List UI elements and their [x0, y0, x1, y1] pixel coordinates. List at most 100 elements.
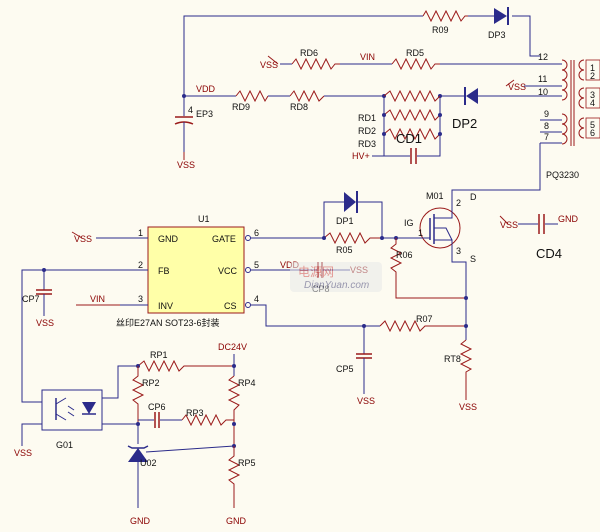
optocoupler-g01: G01 VSS — [14, 365, 139, 458]
capacitor-cd1: CD1 HV+ — [352, 131, 441, 164]
svg-text:RD1: RD1 — [358, 113, 376, 123]
svg-text:CD4: CD4 — [536, 246, 562, 261]
svg-text:VSS: VSS — [74, 234, 92, 244]
svg-text:VSS: VSS — [36, 318, 54, 328]
svg-text:INV: INV — [158, 301, 173, 311]
svg-text:HV+: HV+ — [352, 151, 370, 161]
svg-text:3: 3 — [590, 90, 595, 100]
svg-text:FB: FB — [158, 266, 170, 276]
diode-dp2: DP2 — [440, 87, 540, 131]
svg-text:电源网: 电源网 — [298, 265, 334, 279]
svg-text:4: 4 — [590, 98, 595, 108]
ic-u1: U1 GND FB INV GATE VCC CS 1 2 3 6 5 4 丝印… — [116, 214, 259, 328]
svg-text:VSS: VSS — [177, 160, 195, 170]
svg-text:RD2: RD2 — [358, 126, 376, 136]
svg-text:G01: G01 — [56, 440, 73, 450]
svg-text:RD5: RD5 — [406, 48, 424, 58]
svg-text:GND: GND — [130, 516, 151, 526]
svg-text:丝印E27AN SOT23-6封装: 丝印E27AN SOT23-6封装 — [116, 317, 220, 328]
svg-text:1: 1 — [590, 63, 595, 73]
svg-text:5: 5 — [590, 120, 595, 130]
resistor-rp2: RP2 — [131, 366, 160, 424]
svg-text:R06: R06 — [396, 250, 413, 260]
svg-text:S: S — [470, 254, 476, 264]
svg-text:U1: U1 — [198, 214, 210, 224]
svg-text:GND: GND — [158, 234, 179, 244]
svg-text:D: D — [470, 192, 477, 202]
svg-text:4: 4 — [188, 105, 193, 115]
svg-text:M01: M01 — [426, 191, 444, 201]
svg-text:RP2: RP2 — [142, 378, 160, 388]
cs-network: R07 VSS CP5 RT8 VSS — [251, 298, 477, 412]
svg-text:CD1: CD1 — [396, 131, 422, 146]
svg-text:VSS: VSS — [260, 60, 278, 70]
svg-text:EP3: EP3 — [196, 109, 213, 119]
svg-text:2: 2 — [590, 71, 595, 81]
svg-text:2: 2 — [456, 198, 461, 208]
svg-text:DP3: DP3 — [488, 30, 506, 40]
capacitor-cd4: VSS GND CD4 — [499, 214, 579, 261]
svg-text:CP6: CP6 — [148, 402, 166, 412]
svg-text:VSS: VSS — [459, 402, 477, 412]
svg-text:10: 10 — [538, 87, 548, 97]
svg-text:R07: R07 — [416, 314, 433, 324]
svg-text:RP1: RP1 — [150, 350, 168, 360]
svg-text:DP2: DP2 — [452, 116, 477, 131]
svg-text:GATE: GATE — [212, 234, 236, 244]
transformer-pq3230: 12 11 VSS 10 9 8 7 1 2 3 4 5 6 PQ3230 — [486, 52, 600, 191]
svg-text:DP1: DP1 — [336, 216, 354, 226]
svg-text:RD3: RD3 — [358, 139, 376, 149]
regulator-u02: U02 GND — [127, 424, 235, 526]
svg-text:9: 9 — [544, 109, 549, 119]
svg-text:CS: CS — [224, 301, 237, 311]
watermark-logo: 电源网 DianYuan.com — [290, 262, 382, 292]
resistor-r09: R09 — [422, 9, 468, 35]
svg-text:5: 5 — [254, 260, 259, 270]
svg-text:3: 3 — [456, 246, 461, 256]
diode-dp3: DP3 — [488, 7, 509, 40]
svg-text:VDD: VDD — [280, 260, 300, 270]
svg-text:GND: GND — [226, 516, 247, 526]
svg-text:RP3: RP3 — [186, 408, 204, 418]
svg-text:IG: IG — [404, 218, 414, 228]
svg-text:4: 4 — [254, 294, 259, 304]
svg-text:6: 6 — [590, 128, 595, 138]
gate-network: DP1 R05 IG R06 — [251, 191, 466, 299]
svg-text:RD8: RD8 — [290, 102, 308, 112]
mosfet-m01: M01 1 2 3 D S — [408, 189, 486, 300]
svg-text:RD6: RD6 — [300, 48, 318, 58]
svg-text:RP5: RP5 — [238, 458, 256, 468]
svg-text:CP7: CP7 — [22, 294, 40, 304]
svg-text:DC24V: DC24V — [218, 342, 247, 352]
svg-text:VCC: VCC — [218, 266, 238, 276]
resistor-rp3: RP3 — [181, 408, 234, 427]
svg-text:RP4: RP4 — [238, 378, 256, 388]
svg-text:VSS: VSS — [508, 82, 526, 92]
svg-text:VIN: VIN — [360, 52, 375, 62]
svg-text:6: 6 — [254, 228, 259, 238]
svg-text:VSS: VSS — [357, 396, 375, 406]
svg-text:7: 7 — [544, 132, 549, 142]
svg-text:2: 2 — [138, 260, 143, 270]
svg-text:DianYuan.com: DianYuan.com — [304, 280, 369, 291]
resistor-rp4: RP4 — [227, 375, 256, 448]
resistor-rp5: RP5 GND — [226, 446, 256, 526]
resistor-rp1: RP1 DC24V — [136, 342, 247, 376]
svg-text:3: 3 — [138, 294, 143, 304]
svg-text:R09: R09 — [432, 25, 449, 35]
svg-text:GND: GND — [558, 214, 579, 224]
resistors-rd1-rd3: RD1 RD2 RD3 — [358, 89, 442, 149]
vdd-line: VDD RD9 RD8 — [182, 84, 384, 112]
rd6-rd5-line: VSS RD6 VIN RD5 — [260, 48, 540, 71]
svg-text:1: 1 — [138, 228, 143, 238]
svg-text:RT8: RT8 — [444, 354, 461, 364]
capacitor-cp6: CP6 — [136, 402, 182, 428]
fb-network: VSS CP7 — [21, 268, 120, 403]
top-feedback-wire — [183, 15, 540, 108]
capacitor-ep3: 4 EP3 VSS — [174, 96, 213, 170]
svg-text:12: 12 — [538, 52, 548, 62]
u1-pin-nets: VSS VIN — [71, 231, 120, 306]
svg-text:1: 1 — [418, 228, 423, 238]
svg-text:VIN: VIN — [90, 294, 105, 304]
